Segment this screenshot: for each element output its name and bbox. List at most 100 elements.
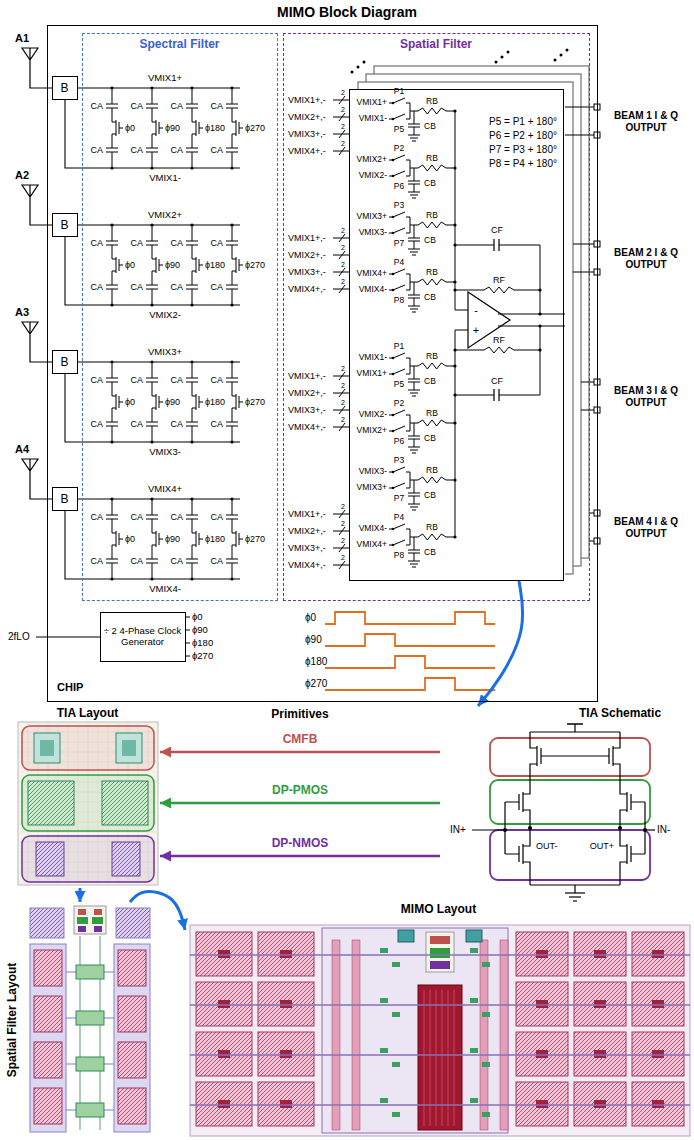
wire: [589, 541, 594, 542]
branch-label: CB: [424, 236, 436, 246]
layout-block: [392, 1062, 400, 1067]
component-label: ϕ270: [245, 534, 265, 544]
layout-block: [332, 940, 340, 1130]
wire: [540, 326, 541, 395]
node-text: Spatial Filter: [284, 37, 589, 51]
switch-blade: [393, 269, 405, 274]
capacitor-symbol: [186, 134, 198, 168]
layout-block: [30, 944, 66, 1132]
branch-label: RB: [426, 466, 438, 476]
node-text: B: [60, 492, 68, 506]
input-bus-label: VMIX4+,-: [288, 422, 326, 432]
switch-blade: [393, 426, 405, 431]
capacitor-ground: [408, 111, 420, 141]
input-bus-label: VMIX2+,-: [288, 112, 326, 122]
component-label: ϕ90: [165, 534, 180, 544]
branch-label: RB: [426, 352, 438, 362]
balun-box: B: [52, 76, 78, 100]
capacitor-symbol: [106, 362, 118, 396]
switch-symbol: [192, 120, 203, 136]
junction-dot: [538, 348, 541, 351]
primitive-outline: [22, 836, 154, 882]
capacitor-symbol: [106, 225, 118, 259]
output-pin: [594, 132, 600, 138]
bus-slash: [339, 268, 345, 276]
capacitor-ground: [408, 423, 420, 453]
component-label: VMIX3-: [149, 447, 181, 458]
layout-block: [196, 982, 252, 1026]
component-label: CA: [170, 375, 183, 385]
layout-block: [574, 982, 626, 1026]
wire: [540, 245, 541, 314]
component-label: ϕ180: [205, 397, 225, 407]
wire: [406, 290, 410, 291]
component-label: CA: [210, 419, 223, 429]
clock-waveform: [325, 656, 495, 668]
component-label: CA: [170, 512, 183, 522]
layout-block: [482, 1012, 490, 1017]
layout-block: [466, 930, 482, 942]
input-bus-label: 2: [341, 554, 345, 562]
layout-block: [594, 1000, 606, 1008]
layout-block: [652, 1100, 664, 1108]
layout-block: [632, 1082, 684, 1126]
wire: [455, 245, 494, 246]
wire: [514, 290, 540, 291]
wire: [565, 107, 594, 108]
capacitor-ground: [408, 480, 420, 510]
layout-block: [258, 982, 314, 1026]
capacitor-symbol: [186, 545, 198, 579]
branch-label: P1: [394, 342, 404, 352]
layout-block: [470, 1098, 478, 1103]
layout-block: [594, 1050, 606, 1058]
junction-dot: [538, 288, 541, 291]
branch-label: P1: [394, 87, 404, 97]
wire: [499, 245, 540, 246]
bus-slash: [339, 544, 345, 552]
switch-blade: [393, 353, 405, 358]
branch-label: RB: [426, 409, 438, 419]
capacitor-symbol: [226, 545, 238, 579]
component-label: VMIX3+: [148, 347, 182, 358]
component-label: ϕ0: [125, 123, 135, 133]
component-label: ϕ270: [245, 260, 265, 270]
capacitor-symbol: [226, 499, 238, 533]
layout-block: [380, 1048, 388, 1053]
top-rail: [78, 361, 240, 362]
component-label: CA: [210, 101, 223, 111]
component-label: CA: [90, 512, 103, 522]
layout-block: [76, 1103, 104, 1117]
wire: [406, 472, 410, 473]
clock-waveform: [325, 634, 495, 646]
branch-label: VMIX1-: [359, 114, 387, 124]
output-pin: [594, 269, 600, 275]
branch-label: P4: [394, 258, 404, 268]
resistor-symbol: [418, 534, 446, 540]
input-bus-label: VMIX2+,-: [288, 250, 326, 260]
layout-block: [94, 909, 102, 915]
wire: [498, 314, 565, 315]
capacitor-ground: [408, 537, 420, 567]
layout-block: [426, 932, 454, 972]
clock-label: ϕ180: [192, 638, 213, 649]
component-label: CA: [210, 556, 223, 566]
component-label: ϕ0: [125, 260, 135, 270]
switch-blade: [393, 155, 405, 160]
tia-schematic-panel: TIA Schematic: [440, 706, 690, 905]
output-pin: [594, 510, 600, 516]
component-label: CA: [130, 419, 143, 429]
junction-dot: [453, 348, 456, 351]
wire: [455, 290, 484, 291]
layout-block: [28, 781, 74, 825]
input-bus-label: VMIX2+,-: [288, 388, 326, 398]
switch-blade: [393, 98, 405, 103]
layout-background: [190, 925, 690, 1136]
phase-equation: P7 = P3 + 180°: [489, 144, 557, 155]
layout-block: [118, 996, 146, 1032]
wire: [406, 176, 410, 177]
wire: [455, 395, 494, 396]
node-text: TIA Layout: [15, 706, 160, 720]
layout-block: [102, 781, 148, 825]
layout-block: [40, 740, 54, 756]
